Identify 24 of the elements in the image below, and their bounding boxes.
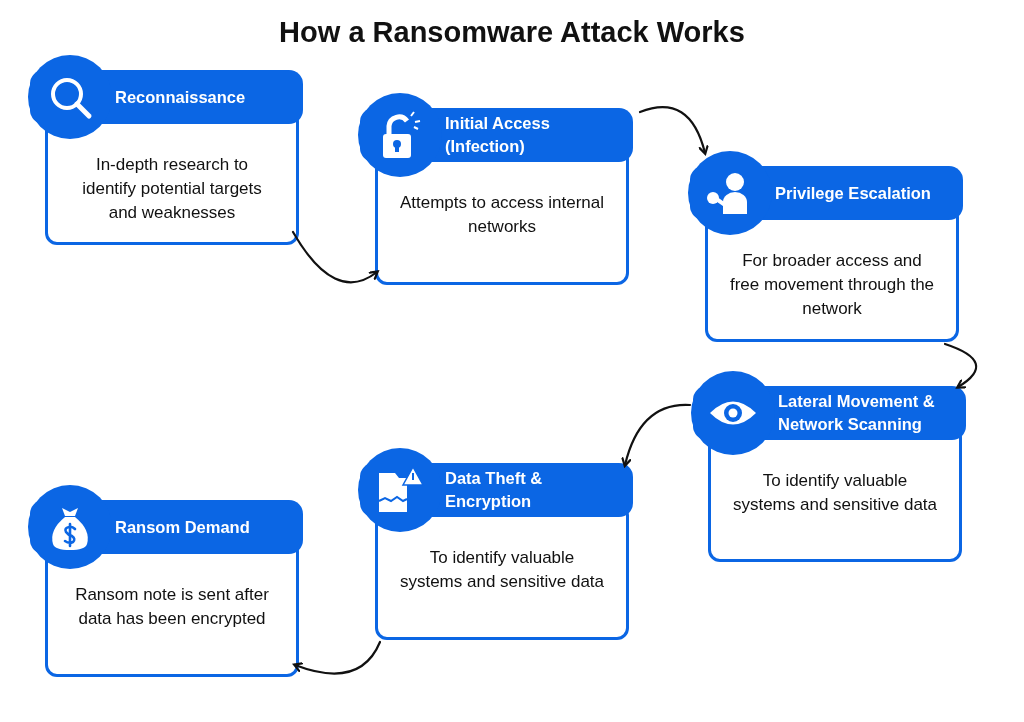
- step-title: Privilege Escalation: [775, 182, 932, 204]
- step-card: [28, 485, 303, 677]
- step-title: Reconnaissance: [115, 86, 247, 108]
- step-description: To identify valuable systems and sensitive data: [398, 547, 606, 593]
- step-description: For broader access and free movement through the network: [728, 250, 936, 320]
- step-description: To identify valuable systems and sensitive data: [731, 470, 939, 516]
- curved-arrow: [292, 640, 382, 675]
- step-description: Ransom note is sent after data has been encrypted: [74, 584, 270, 630]
- step-title: Initial Access (Infection): [445, 113, 551, 157]
- step-card: [28, 55, 303, 245]
- diagram-title: How a Ransomware Attack Works: [278, 16, 746, 49]
- curved-arrow: [291, 230, 379, 284]
- step-card: [691, 371, 966, 562]
- curved-arrow: [621, 403, 692, 468]
- step-description: Attempts to access internal networks: [398, 192, 606, 238]
- step-card: [358, 448, 633, 640]
- step-title: Data Theft & Encryption: [445, 468, 544, 512]
- step-description: In-depth research to identify potential targets and weaknesses: [81, 154, 263, 224]
- step-card: [688, 151, 963, 342]
- curved-arrow: [638, 105, 709, 156]
- step-title: Ransom Demand: [115, 516, 251, 538]
- curved-arrow: [943, 342, 978, 389]
- step-card: [358, 93, 633, 285]
- step-title: Lateral Movement & Network Scanning: [778, 391, 936, 435]
